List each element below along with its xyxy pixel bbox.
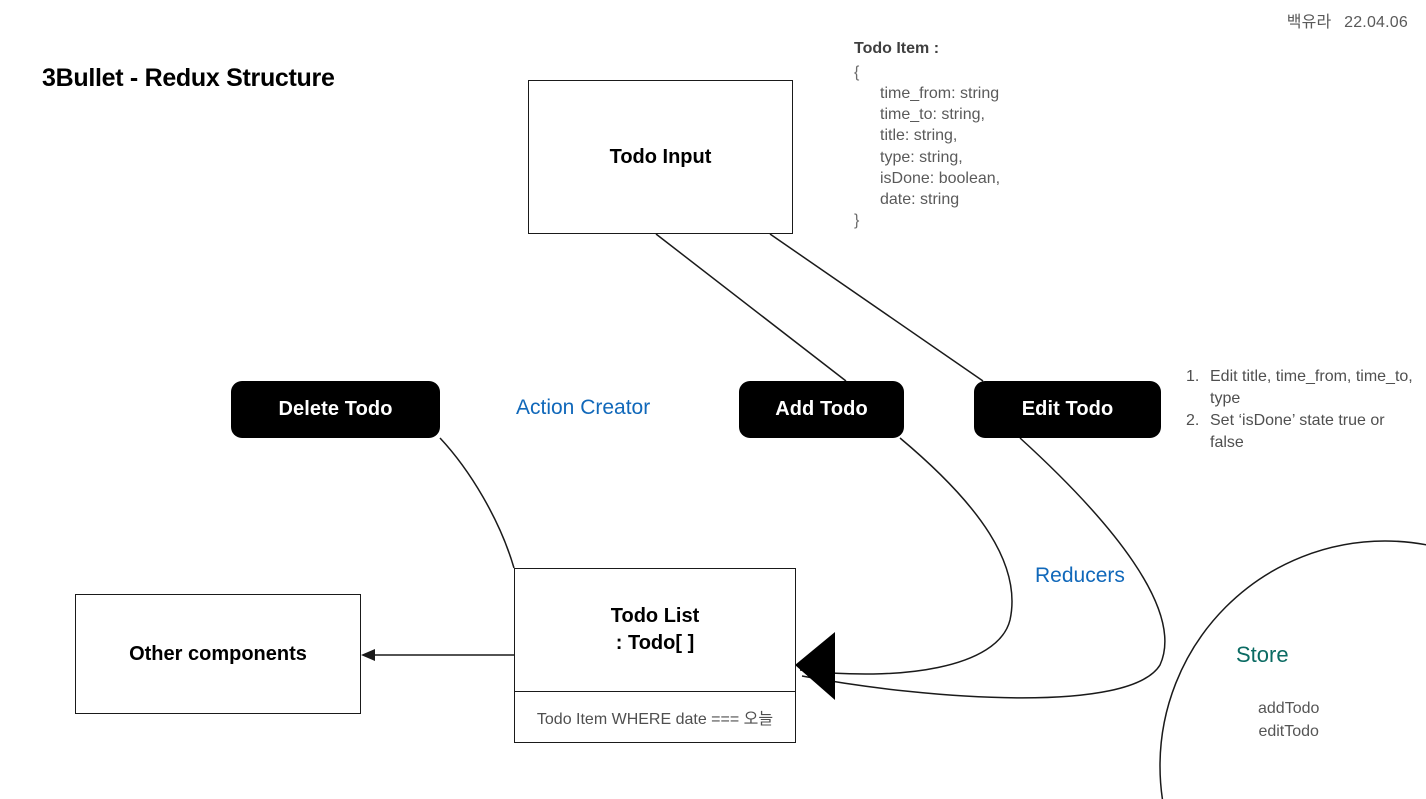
node-todo-list-label-line1: Todo List: [610, 605, 700, 627]
arrowhead-todo-list: [795, 632, 835, 700]
note-text: Set ‘isDone’ state true or false: [1210, 412, 1385, 451]
node-other-components[interactable]: Other components: [75, 594, 361, 714]
schema-open-brace: {: [854, 64, 860, 82]
schema-title: Todo Item :: [854, 40, 940, 57]
todo-item-schema: Todo Item : { time_from: string time_to:…: [854, 38, 1000, 231]
action-edit-todo[interactable]: Edit Todo: [974, 381, 1161, 438]
page-title: 3Bullet - Redux Structure: [42, 64, 335, 92]
note-text: Edit title, time_from, time_to, type: [1210, 368, 1413, 407]
schema-field: type: string,: [880, 148, 963, 166]
action-delete-todo[interactable]: Delete Todo: [231, 381, 440, 438]
schema-field: isDone: boolean,: [880, 169, 1001, 187]
node-other-components-label: Other components: [129, 642, 307, 665]
wire-delete-to-list: [439, 437, 515, 569]
label-store: Store: [1236, 642, 1289, 667]
note-number: 2.: [1186, 412, 1200, 430]
note-item: 2. Set ‘isDone’ state true or false: [1186, 410, 1418, 453]
wire-input-to-add: [655, 233, 847, 382]
author-meta: 백유라 22.04.06: [1287, 8, 1408, 32]
author-name: 백유라: [1286, 14, 1332, 31]
label-reducers: Reducers: [1035, 564, 1125, 587]
store-member-add-todo: addTodo: [1258, 700, 1320, 717]
schema-field: title: string,: [880, 127, 958, 145]
store-member-edit-todo: editTodo: [1258, 722, 1319, 740]
schema-field: time_from: string: [880, 85, 1000, 103]
arrowhead-other-components: [361, 649, 375, 661]
action-edit-todo-label: Edit Todo: [1021, 398, 1114, 420]
note-number: 1.: [1186, 368, 1200, 385]
node-todo-list-label-line2: : Todo[ ]: [615, 632, 695, 654]
schema-field: time_to: string,: [880, 106, 985, 124]
note-item: 1. Edit title, time_from, time_to, type: [1186, 366, 1418, 409]
wire-input-to-edit: [769, 233, 984, 382]
action-add-todo[interactable]: Add Todo: [739, 381, 904, 438]
document-date: 22.04.06: [1344, 14, 1408, 31]
store-members: addTodo editTodo: [1258, 698, 1319, 743]
label-action-creator: Action Creator: [516, 396, 651, 419]
wire-edit-to-list: [801, 437, 1166, 699]
node-todo-list-main: Todo List : Todo[ ]: [515, 569, 795, 691]
node-todo-list-footer: Todo Item WHERE date === 오늘: [536, 711, 774, 728]
action-delete-todo-label: Delete Todo: [278, 398, 393, 420]
node-todo-list-divider: [515, 691, 795, 692]
node-todo-input[interactable]: Todo Input: [528, 80, 793, 234]
node-todo-list[interactable]: Todo List : Todo[ ] Todo Item WHERE date…: [514, 568, 796, 743]
store-circle: [1159, 540, 1426, 799]
schema-field: date: string: [880, 190, 960, 208]
edit-todo-notes: 1. Edit title, time_from, time_to, type …: [1186, 366, 1418, 454]
schema-close-brace: }: [854, 211, 860, 229]
action-add-todo-label: Add Todo: [775, 398, 868, 420]
wire-add-to-list: [799, 437, 1013, 675]
node-todo-input-label: Todo Input: [609, 145, 712, 168]
